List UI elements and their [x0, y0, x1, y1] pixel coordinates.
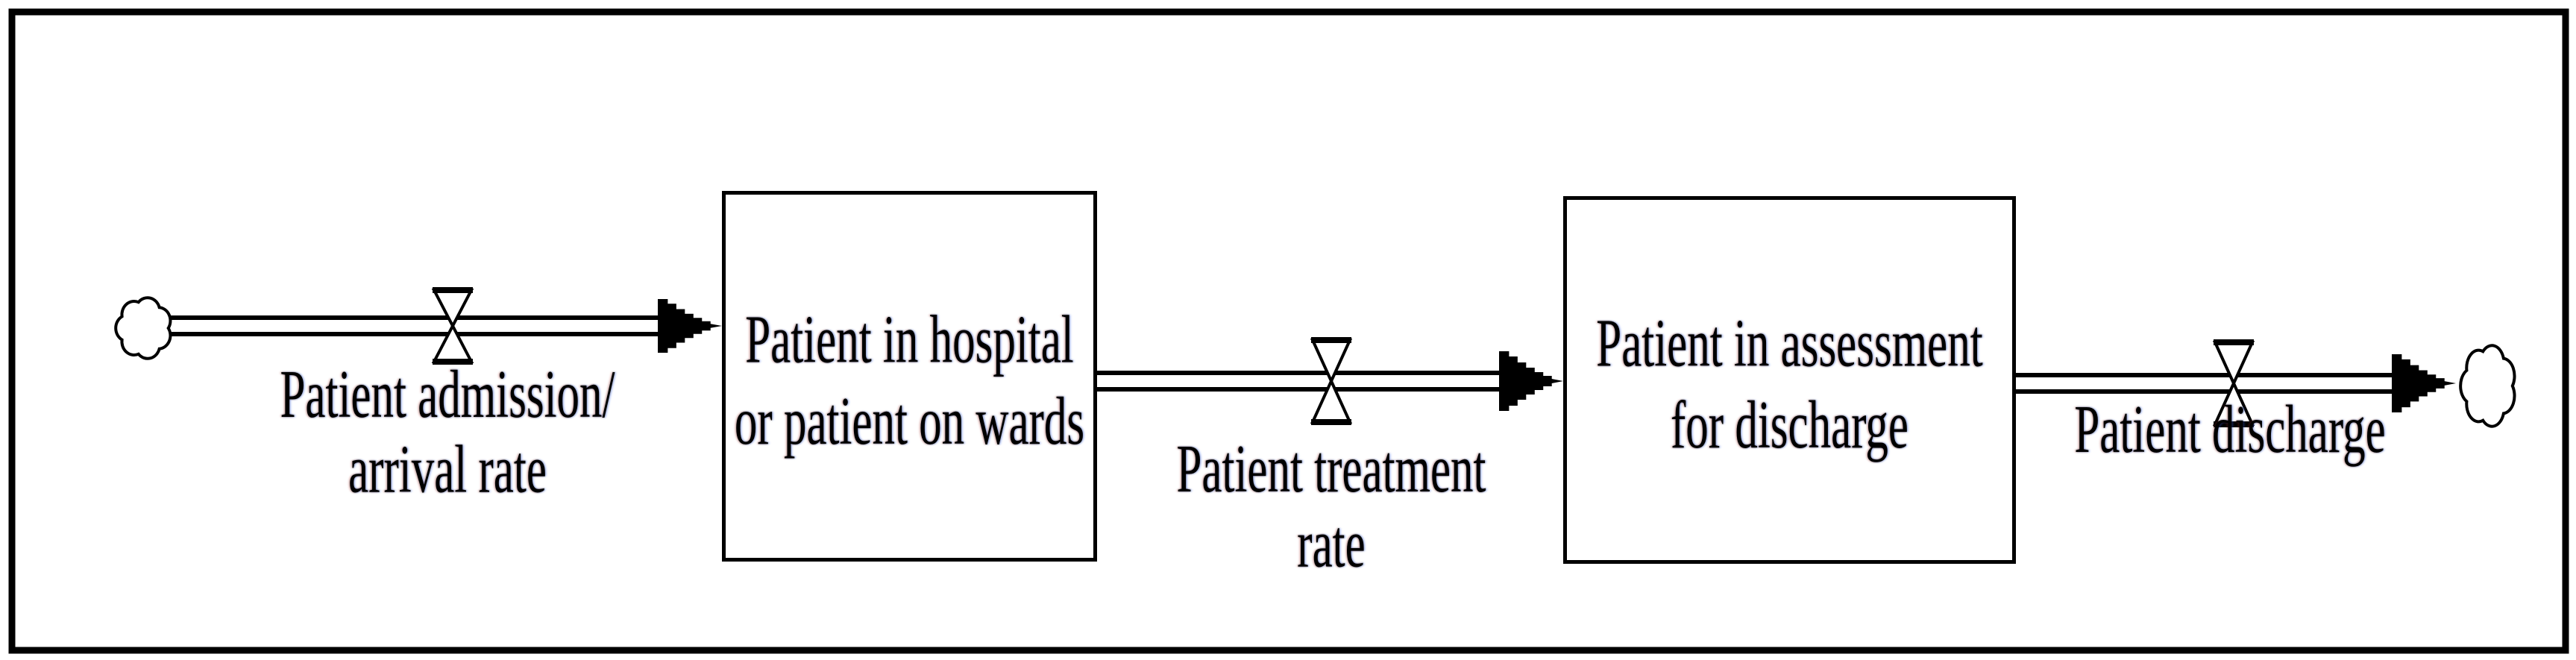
valve-icon-discharge[interactable]	[2212, 339, 2255, 427]
figure-border	[8, 8, 2569, 654]
source-cloud-icon[interactable]	[114, 296, 172, 360]
flow-label-line: rate	[1297, 507, 1366, 582]
flow-pipe-discharge	[2014, 354, 2456, 412]
stock-label-line: Patient in hospital	[745, 303, 1074, 378]
valve-icon-admission[interactable]	[431, 287, 474, 365]
stock-label-line: for discharge	[1670, 389, 1909, 464]
stock-label-line: Patient in assessment	[1596, 307, 1983, 382]
arrowhead-icon	[658, 299, 722, 353]
arrowhead-icon	[1499, 351, 1563, 411]
flow-label-line: arrival rate	[348, 433, 547, 508]
stock-label-line: or patient on wards	[734, 385, 1085, 460]
stock-label: Patient in assessment for discharge	[1596, 304, 1982, 468]
sink-cloud-icon[interactable]	[2460, 345, 2514, 426]
stock-patient-in-hospital[interactable]: Patient in hospital or patient on wards	[722, 191, 1097, 562]
flow-label-line: Patient treatment	[1176, 432, 1486, 507]
flow-label-line: Patient admission/	[280, 357, 615, 433]
arrowhead-icon	[2392, 354, 2456, 412]
stock-patient-in-assessment[interactable]: Patient in assessment for discharge	[1563, 196, 2016, 564]
flow-pipe-treatment	[1095, 351, 1563, 411]
flow-label-admission: Patient admission/ arrival rate	[280, 357, 615, 507]
valve-icon-treatment[interactable]	[1310, 337, 1353, 425]
flow-pipe-admission	[169, 299, 722, 353]
flow-label-line: Patient discharge	[2074, 392, 2386, 468]
flow-label-discharge: Patient discharge	[2074, 393, 2385, 468]
flow-label-treatment: Patient treatment rate	[1177, 432, 1486, 582]
stock-label: Patient in hospital or patient on wards	[735, 300, 1084, 464]
